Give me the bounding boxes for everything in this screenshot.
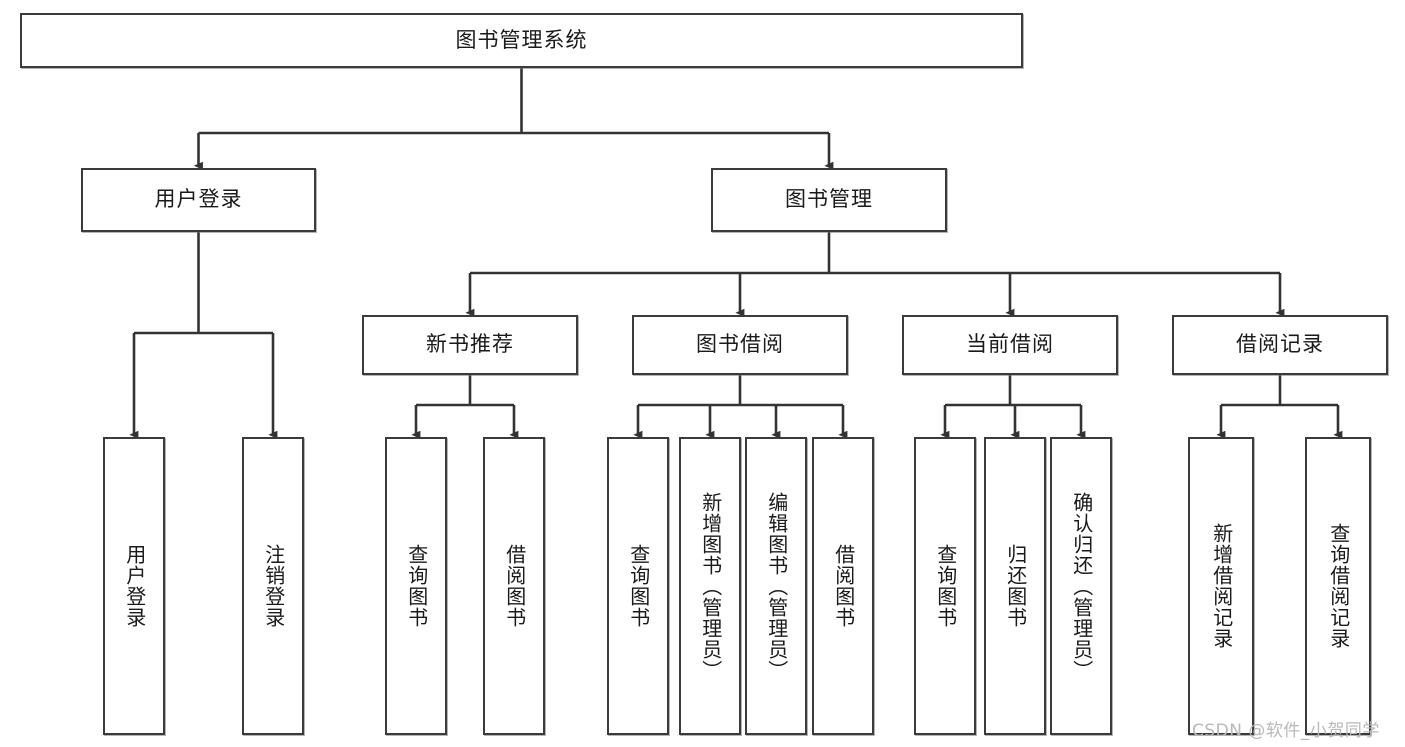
node-c-query[interactable]: 查询图书	[914, 437, 976, 735]
connector-lines	[129, 68, 1343, 439]
node-label: 当前借阅	[966, 332, 1054, 357]
node-label: 图书管理	[785, 187, 873, 212]
node-label: 新书推荐	[426, 332, 514, 357]
node-label: 图书借阅	[696, 332, 784, 357]
node-newbook[interactable]: 新书推荐	[362, 315, 578, 375]
node-c-return[interactable]: 归还图书	[984, 437, 1046, 735]
node-n-query[interactable]: 查询图书	[385, 437, 447, 735]
node-r-query[interactable]: 查询借阅记录	[1305, 437, 1371, 735]
node-label: 借阅图书	[502, 544, 527, 628]
node-label: 新增借阅记录	[1209, 523, 1234, 649]
node-label: 查询借阅记录	[1326, 523, 1351, 649]
node-borrowbook[interactable]: 图书借阅	[632, 315, 848, 375]
node-b-edit[interactable]: 编辑图书（管理员）	[745, 437, 807, 735]
node-label: 借阅图书	[831, 544, 856, 628]
node-l-login[interactable]: 用户登录	[103, 437, 165, 735]
node-label: 查询图书	[626, 544, 651, 628]
node-label: 借阅记录	[1236, 332, 1324, 357]
node-label: 确认归还（管理员）	[1069, 491, 1094, 681]
node-label: 新增图书（管理员）	[698, 491, 723, 681]
node-label: 注销登录	[261, 544, 286, 628]
node-label: 归还图书	[1003, 544, 1028, 628]
node-root[interactable]: 图书管理系统	[20, 13, 1023, 68]
node-label: 查询图书	[933, 544, 958, 628]
node-b-query[interactable]: 查询图书	[607, 437, 669, 735]
node-label: 编辑图书（管理员）	[764, 491, 789, 681]
node-b-borrow[interactable]: 借阅图书	[812, 437, 874, 735]
node-current[interactable]: 当前借阅	[902, 315, 1118, 375]
node-label: 查询图书	[404, 544, 429, 628]
node-label: 图书管理系统	[455, 27, 588, 52]
csdn-watermark: CSDN @软件_小贺同学	[1192, 721, 1380, 741]
node-records[interactable]: 借阅记录	[1172, 315, 1388, 375]
node-n-borrow[interactable]: 借阅图书	[483, 437, 545, 735]
node-login[interactable]: 用户登录	[81, 168, 316, 232]
node-bookmgmt[interactable]: 图书管理	[711, 168, 947, 232]
node-label: 用户登录	[154, 187, 243, 212]
node-l-logout[interactable]: 注销登录	[242, 437, 304, 735]
node-label: 用户登录	[122, 544, 147, 628]
node-r-add[interactable]: 新增借阅记录	[1188, 437, 1254, 735]
node-b-add[interactable]: 新增图书（管理员）	[679, 437, 741, 735]
node-c-confirm[interactable]: 确认归还（管理员）	[1050, 437, 1112, 735]
